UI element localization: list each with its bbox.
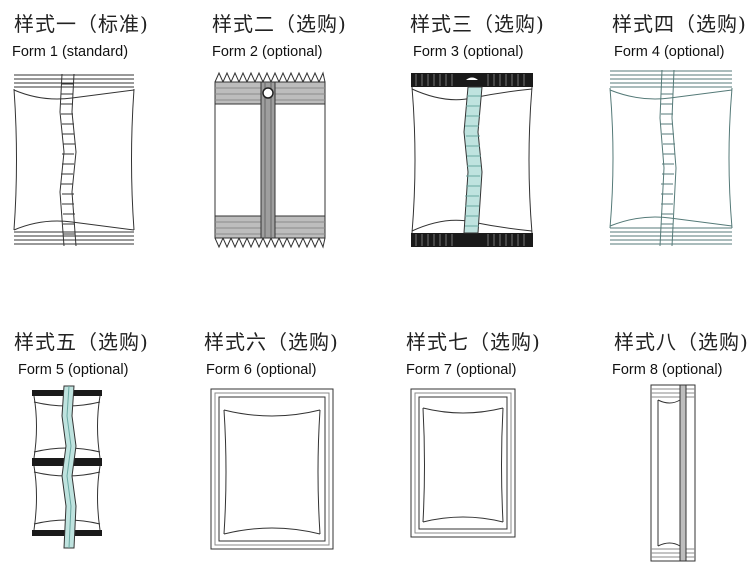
form-8-title-cn: 样式八（选购) — [614, 330, 749, 354]
form-8-bag-illustration — [650, 384, 696, 562]
form-6-title-en: Form 6 (optional) — [206, 362, 317, 378]
form-4-title-en: Form 4 (optional) — [614, 44, 725, 60]
form-1-bag-illustration — [13, 73, 135, 247]
form-1-title-en: Form 1 (standard) — [12, 44, 129, 60]
form-1-title-cn: 样式一（标准) — [14, 12, 149, 36]
form-5-bag-illustration — [32, 385, 102, 549]
form-6-bag-illustration — [210, 388, 334, 550]
form-2-bag-illustration — [214, 71, 326, 249]
form-8-title-en: Form 8 (optional) — [612, 362, 723, 378]
form-7-title-cn: 样式七（选购) — [406, 330, 541, 354]
form-4-title-cn: 样式四（选购) — [612, 12, 747, 36]
form-6-title-cn: 样式六（选购) — [204, 330, 339, 354]
form-3-title-en: Form 3 (optional) — [413, 44, 524, 60]
form-3-title-cn: 样式三（选购) — [410, 12, 545, 36]
form-7-title-en: Form 7 (optional) — [406, 362, 517, 378]
form-7-bag-illustration — [410, 388, 516, 538]
euro-slot-icon — [466, 77, 478, 80]
form-5-title-en: Form 5 (optional) — [18, 362, 129, 378]
hang-hole-icon — [262, 87, 274, 99]
form-4-bag-illustration — [609, 69, 733, 247]
form-5-title-cn: 样式五（选购) — [14, 330, 149, 354]
form-2-title-en: Form 2 (optional) — [212, 44, 323, 60]
form-3-bag-illustration — [411, 73, 533, 247]
form-2-title-cn: 样式二（选购) — [212, 12, 347, 36]
